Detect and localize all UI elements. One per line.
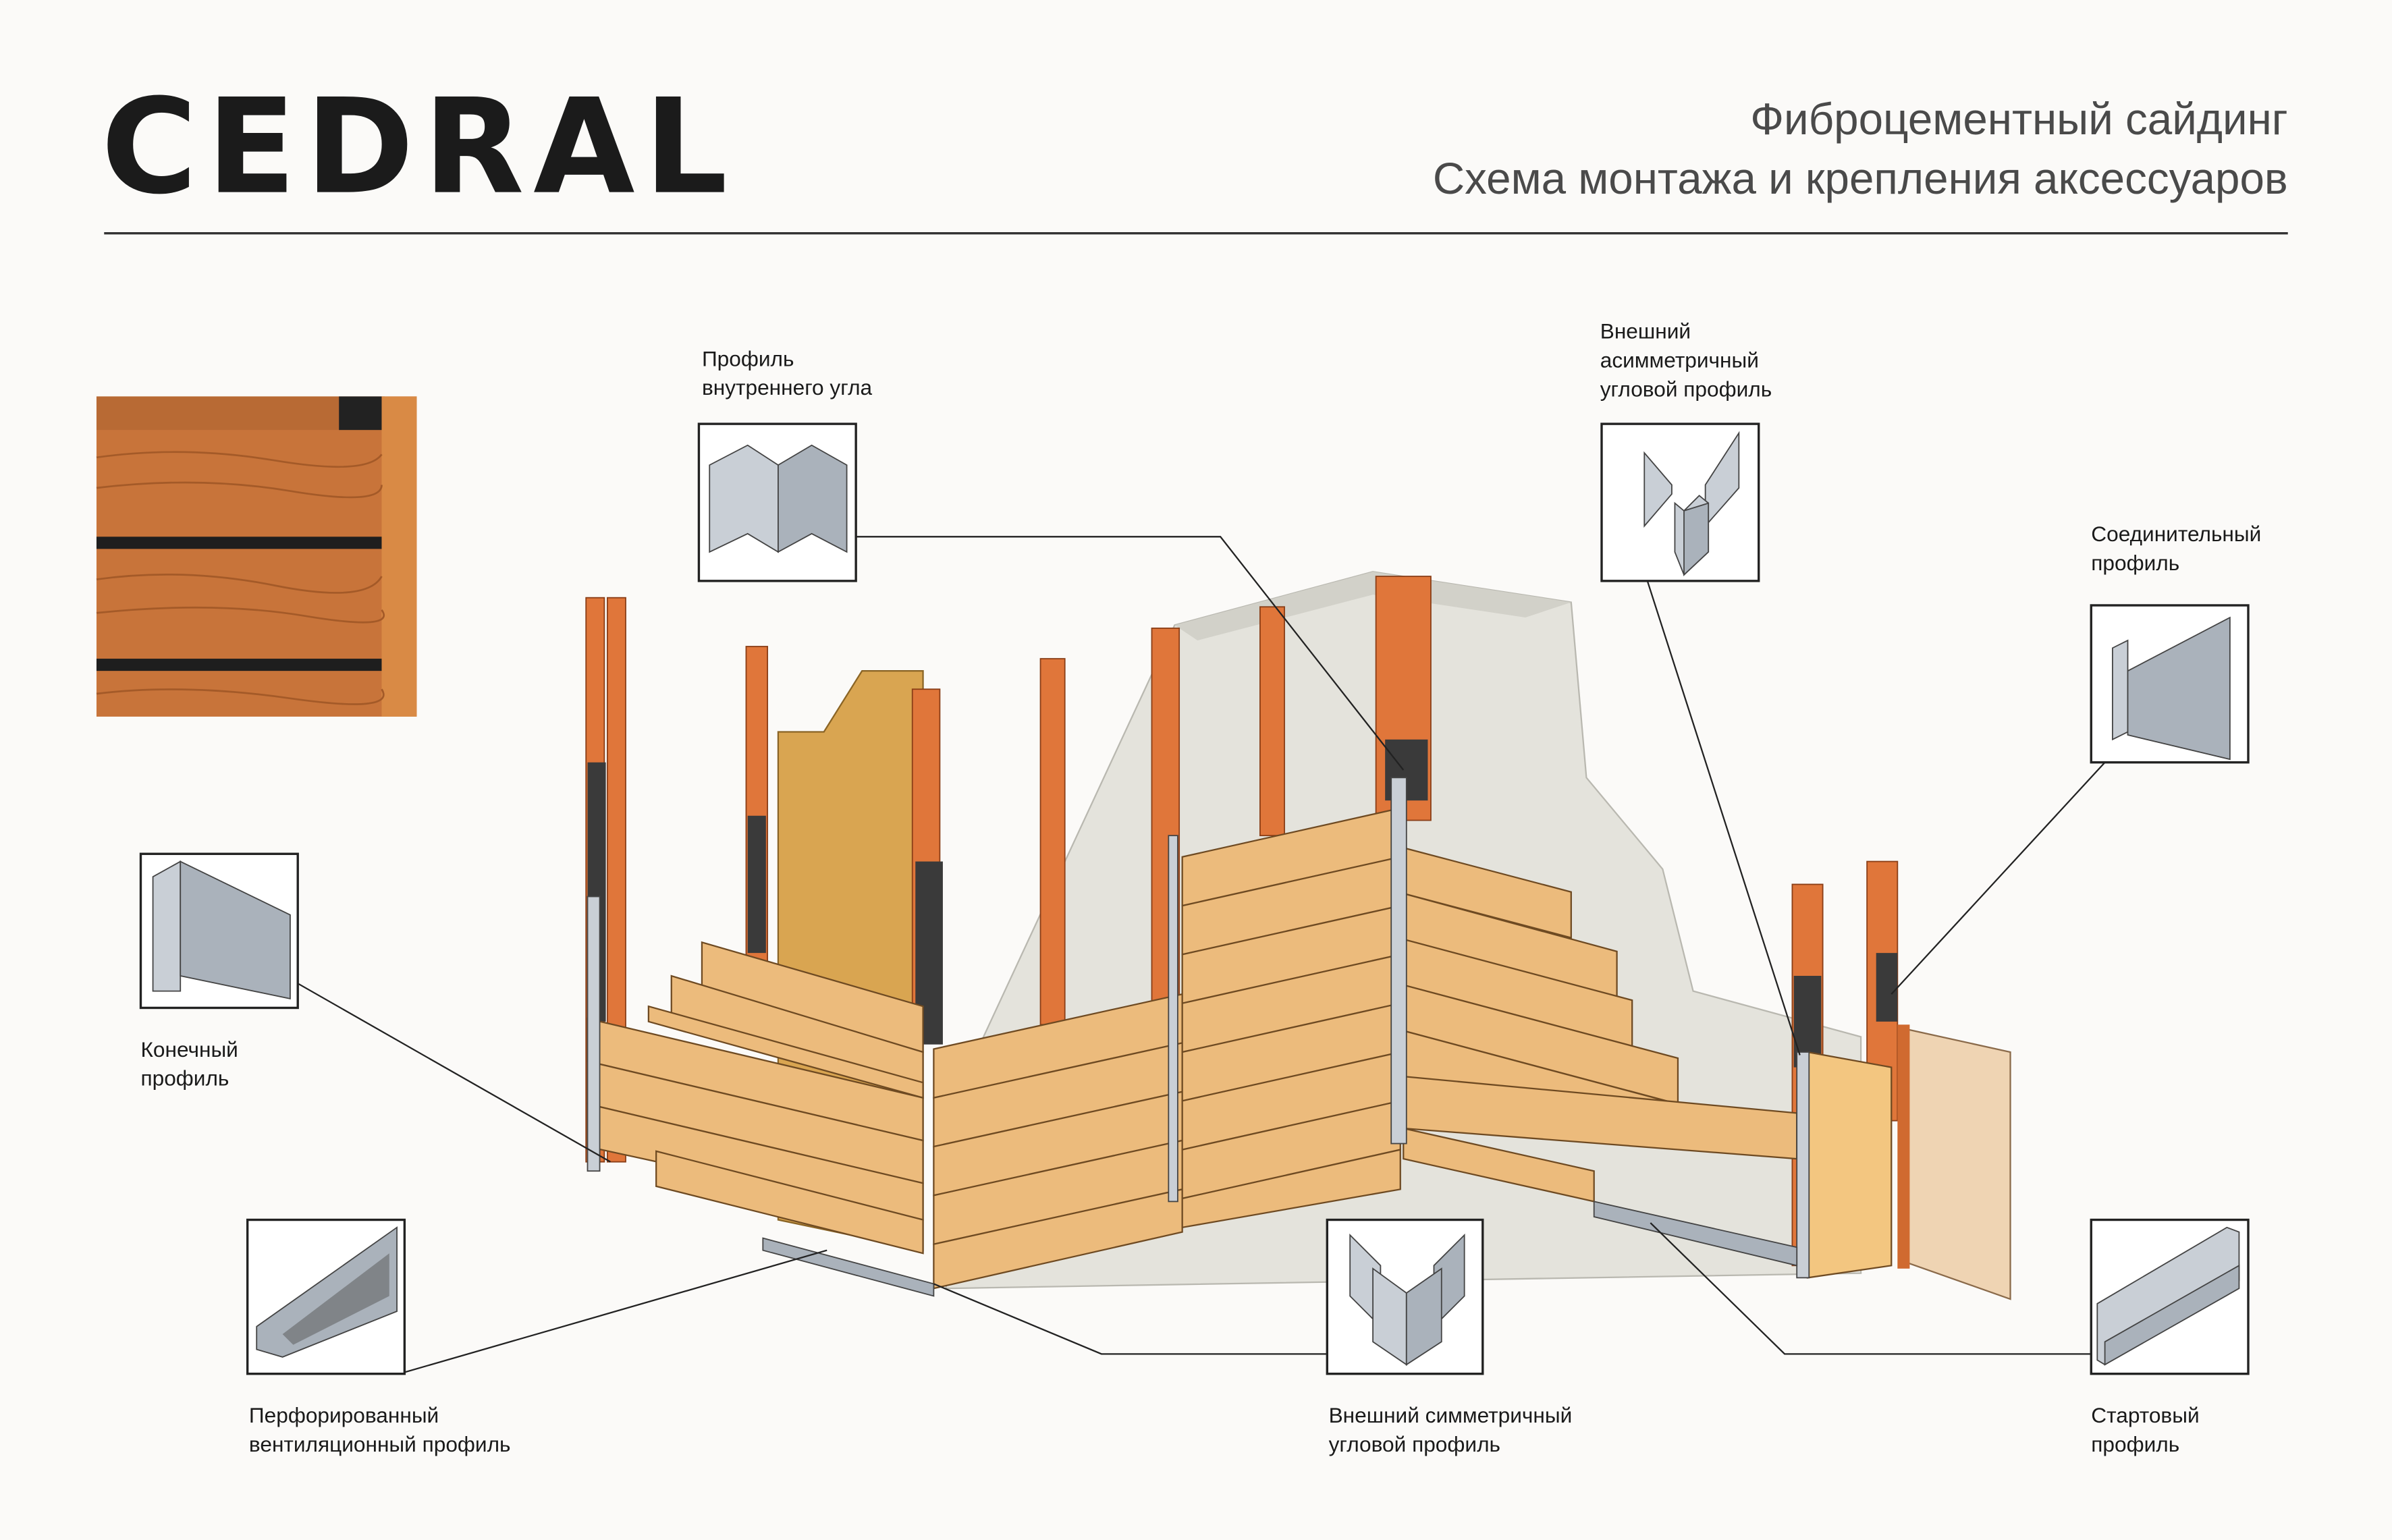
asymmetric-corner-profile-icon [1643,431,1740,576]
connecting-profile-icon [2111,616,2231,761]
inner-corner-profile-icon [709,444,848,553]
leader-lines [297,536,2106,1373]
siding-sample-photo [96,396,417,717]
end-profile-icon [152,860,291,1000]
cedral-logo: CEDRAL [101,71,737,223]
starter-profile-icon [2096,1226,2240,1366]
symmetric-corner-profile-icon [1349,1233,1465,1366]
perforated-profile-icon [256,1226,398,1358]
title-line-2: Схема монтажа и крепления аксессуаров [1433,154,2288,203]
title-line-1: Фиброцементный сайдинг [1750,94,2287,144]
